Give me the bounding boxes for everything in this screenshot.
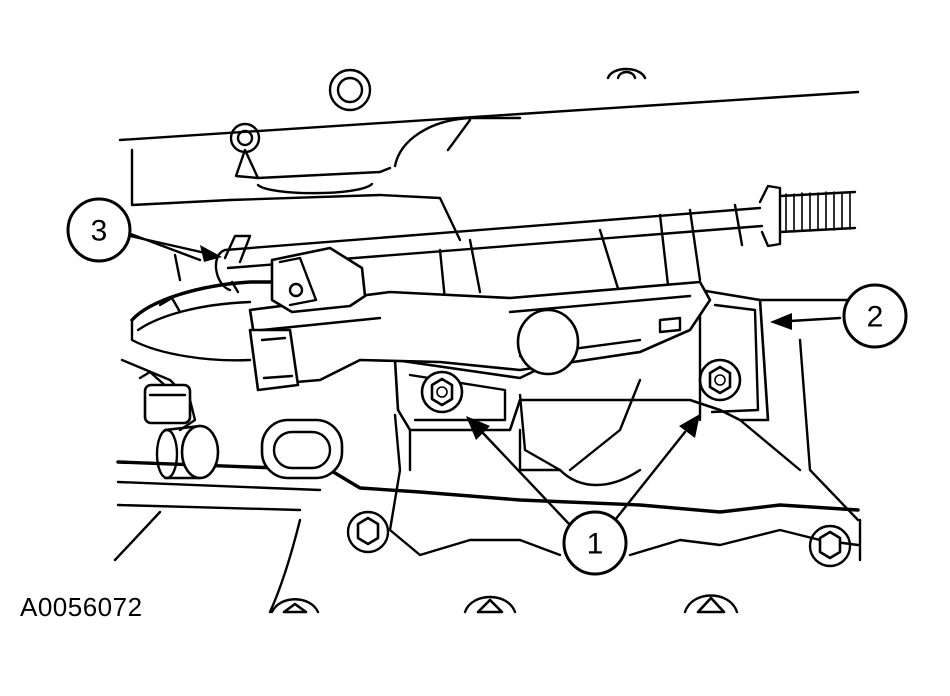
cylinder-plug	[155, 424, 220, 480]
pan-bolt-bottom-1	[270, 598, 320, 614]
pan-bolt-bottom-3	[683, 594, 739, 614]
callout-leaders	[128, 234, 842, 527]
callout-1: 1	[562, 510, 628, 576]
housing-bolt-top-left	[328, 68, 372, 112]
callout-2-label: 2	[867, 301, 884, 334]
left-connector-parts	[120, 358, 344, 480]
callout-1-label: 1	[587, 528, 604, 561]
lever-clamp	[248, 328, 300, 392]
manual-valve-detent-spring	[130, 234, 272, 362]
callout-3-label: 3	[91, 215, 108, 248]
socket-head	[270, 246, 367, 314]
bracket-bolt-right	[698, 358, 742, 402]
figure-id-label: A0056072	[20, 592, 143, 622]
oval-port	[260, 418, 344, 480]
callout-2: 2	[842, 283, 908, 349]
bracket-bolt-left	[420, 370, 464, 414]
housing-bolt-top-mid	[229, 122, 261, 154]
pan-bolt-right	[808, 524, 852, 568]
pan-bolt-left	[346, 510, 390, 554]
threaded-end	[778, 190, 857, 234]
selector-arm	[248, 246, 712, 392]
callout-3: 3	[66, 197, 132, 263]
housing-bolt-top-right	[606, 67, 647, 80]
pivot-boss	[516, 308, 580, 376]
pan-bolt-bottom-2	[463, 595, 517, 614]
